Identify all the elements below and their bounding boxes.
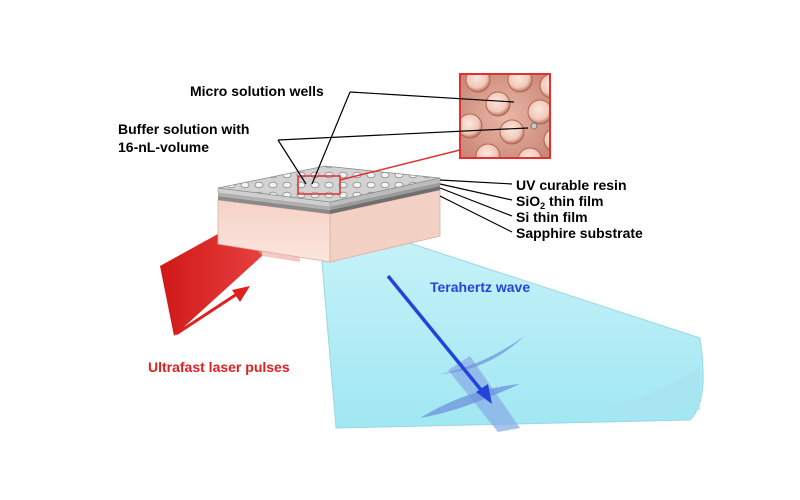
sio2-thin-film xyxy=(218,193,330,210)
buffer-droplet xyxy=(530,122,538,130)
micro-well-4 xyxy=(527,99,550,125)
micro-wells-label: Micro solution wells xyxy=(190,83,324,99)
arrow-down-right-icon xyxy=(386,274,492,404)
micro-well-3 xyxy=(485,91,511,117)
micro-well-5 xyxy=(460,113,483,139)
micro-wells-surface xyxy=(217,165,441,203)
laser-label: Ultrafast laser pulses xyxy=(148,359,290,375)
micro-well-0 xyxy=(465,74,491,93)
terahertz-label: Terahertz wave xyxy=(430,279,530,295)
arrow-up-right-icon xyxy=(175,286,250,336)
micro-well-7 xyxy=(543,129,550,151)
buffer-label-line2: 16-nL-volume xyxy=(118,139,209,155)
micro-well-9 xyxy=(517,147,543,158)
micro-well-1 xyxy=(507,74,533,93)
micro-well-6 xyxy=(499,119,525,145)
buffer-label-line1: Buffer solution with xyxy=(118,121,249,137)
si-film-label: Si thin film xyxy=(516,209,588,225)
micro-well-2 xyxy=(539,74,550,99)
zoom-leader-line xyxy=(339,149,461,181)
terahertz-beam xyxy=(321,239,704,432)
si-thin-film xyxy=(218,196,330,214)
sio2-label: SiO2 thin film xyxy=(516,193,603,211)
label-leader-lines xyxy=(277,91,529,233)
uv-resin-label: UV curable resin xyxy=(516,177,627,193)
micrograph-inset xyxy=(459,73,551,159)
sapphire-label: Sapphire substrate xyxy=(516,225,643,241)
micro-well-8 xyxy=(475,143,501,158)
chip xyxy=(217,165,441,263)
zoom-region-box xyxy=(297,175,341,195)
